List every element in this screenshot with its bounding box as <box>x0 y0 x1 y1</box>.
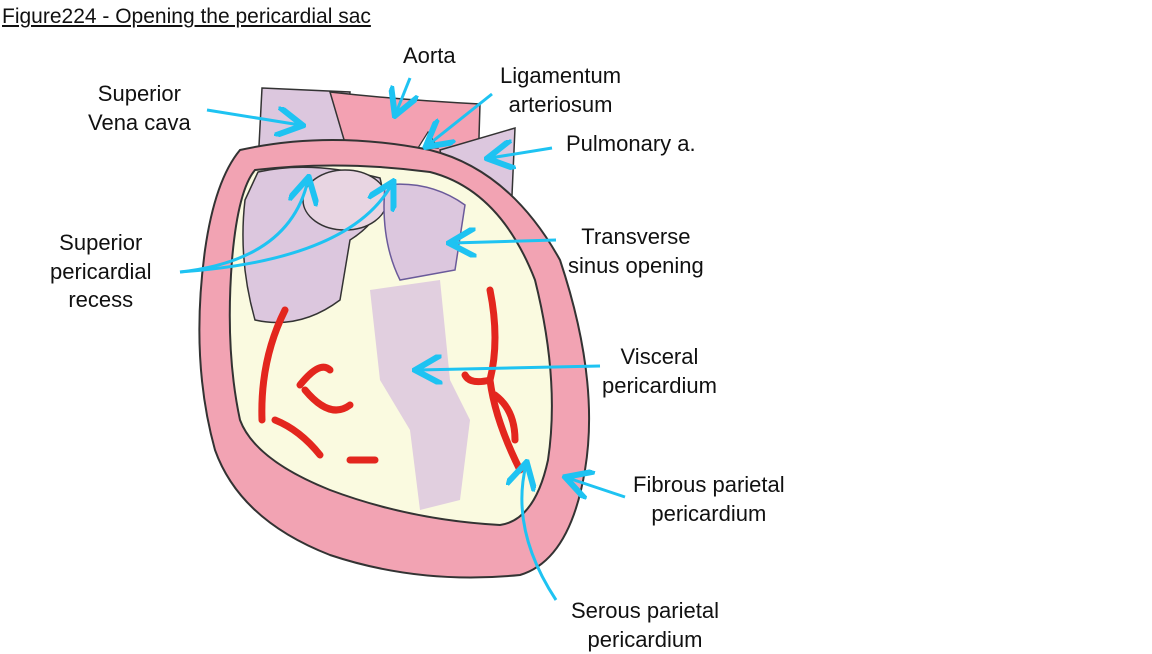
label-line: pericardium <box>633 500 785 529</box>
label-ligamentum-arteriosum: Ligamentum arteriosum <box>500 62 621 119</box>
label-superior-vena-cava: Superior Vena cava <box>88 80 191 137</box>
label-visceral-pericardium: Visceral pericardium <box>602 343 717 400</box>
label-serous-parietal-pericardium: Serous parietal pericardium <box>571 597 719 654</box>
label-line: pericardium <box>602 372 717 401</box>
label-line: sinus opening <box>568 252 704 281</box>
label-line: recess <box>50 286 152 315</box>
label-line: arteriosum <box>500 91 621 120</box>
label-line: Superior <box>50 229 152 258</box>
label-line: Fibrous parietal <box>633 471 785 500</box>
label-line: pericardial <box>50 258 152 287</box>
label-line: Ligamentum <box>500 62 621 91</box>
label-line: Serous parietal <box>571 597 719 626</box>
label-line: Visceral <box>602 343 717 372</box>
label-line: Superior <box>88 80 191 109</box>
label-fibrous-parietal-pericardium: Fibrous parietal pericardium <box>633 471 785 528</box>
label-pulmonary-artery: Pulmonary a. <box>566 130 696 159</box>
label-line: pericardium <box>571 626 719 654</box>
label-line: Vena cava <box>88 109 191 138</box>
label-transverse-sinus: Transverse sinus opening <box>568 223 704 280</box>
label-line: Transverse <box>568 223 704 252</box>
label-line: Pulmonary a. <box>566 130 696 159</box>
label-aorta: Aorta <box>403 42 456 71</box>
label-superior-pericardial-recess: Superior pericardial recess <box>50 229 152 315</box>
label-line: Aorta <box>403 42 456 71</box>
transverse-sinus <box>384 184 465 280</box>
